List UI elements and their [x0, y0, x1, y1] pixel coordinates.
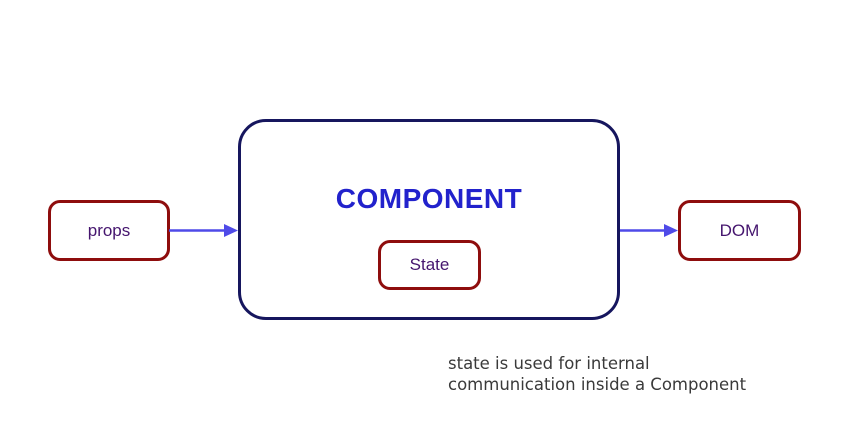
- caption-line-1: state is used for internal: [448, 354, 650, 373]
- props-box: props: [48, 200, 170, 261]
- component-label: COMPONENT: [335, 183, 523, 214]
- arrow-props-to-component-icon: [169, 224, 238, 237]
- props-label: props: [87, 220, 131, 240]
- caption-line-2: communication inside a Component: [448, 375, 747, 394]
- caption: state is used for internal communication…: [448, 353, 746, 395]
- state-label: State: [409, 255, 450, 274]
- dom-box: DOM: [678, 200, 801, 261]
- arrow-component-to-dom-icon: [620, 224, 678, 237]
- dom-label: DOM: [719, 220, 760, 240]
- state-box: State: [378, 240, 481, 290]
